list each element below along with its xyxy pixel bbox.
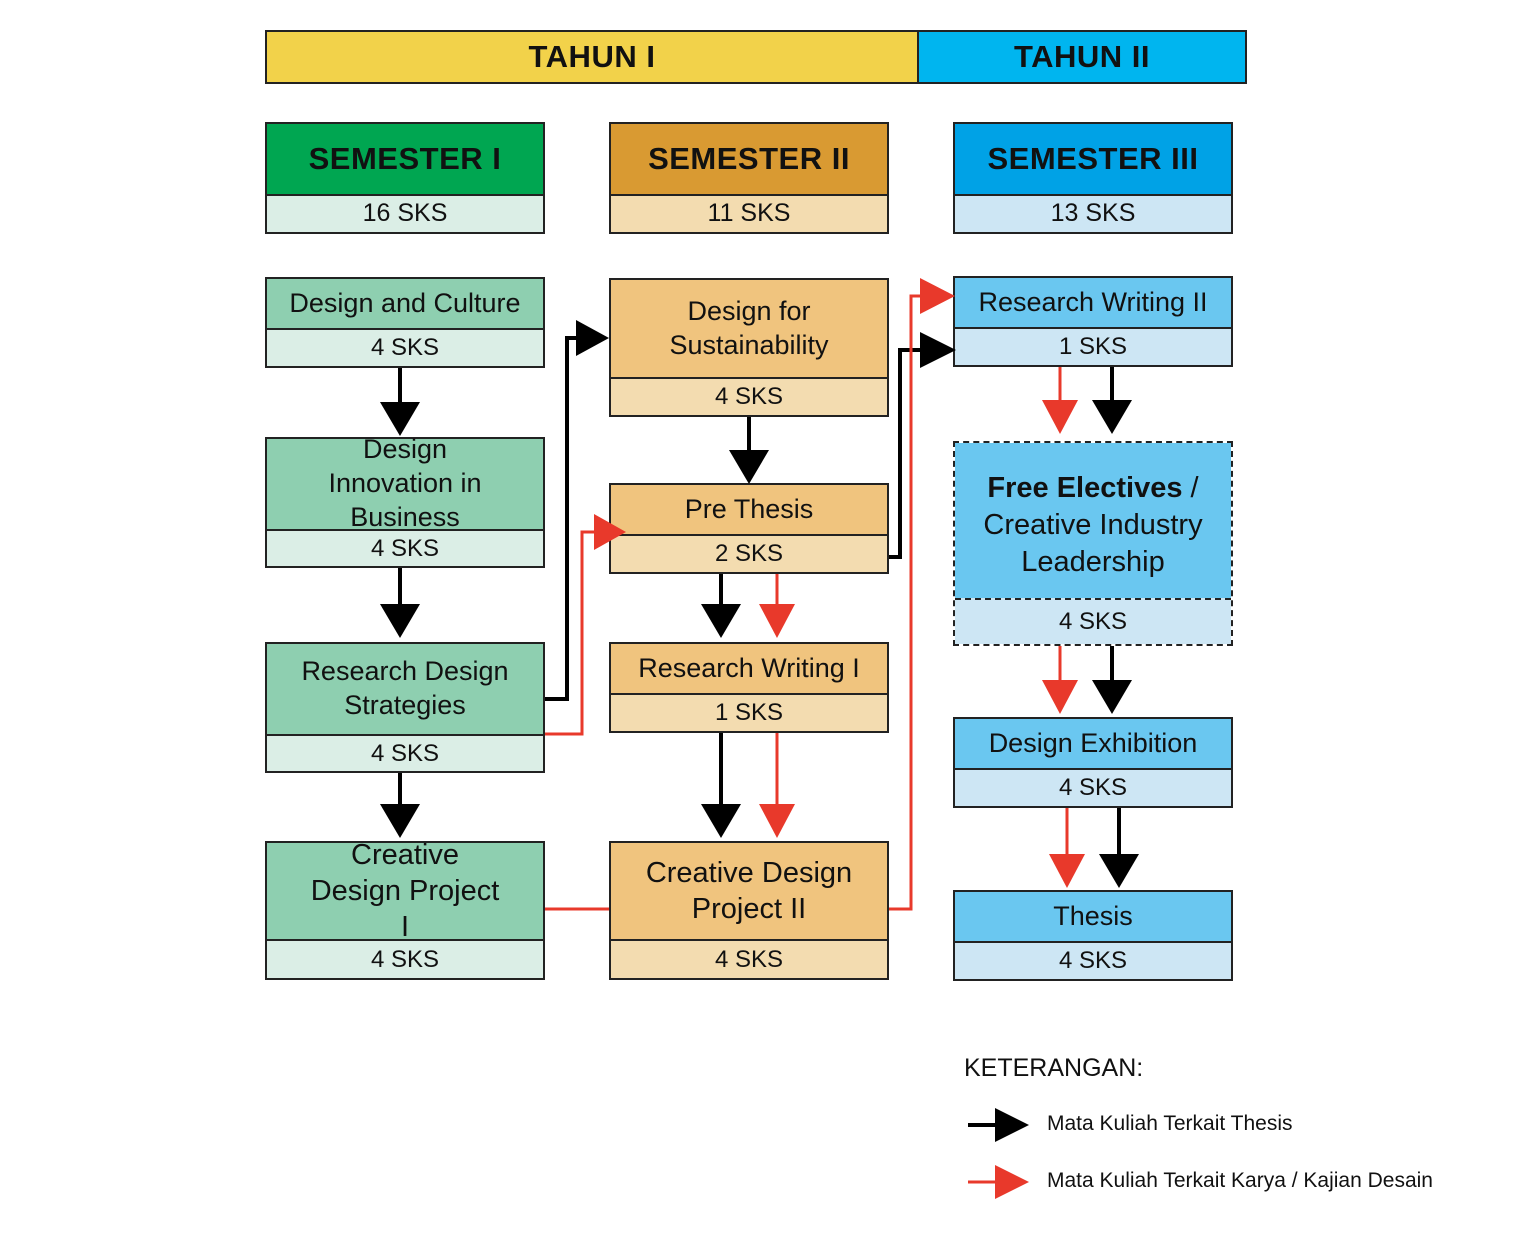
- course-title: Creative Design Project II: [611, 843, 887, 939]
- course-sks: 4 SKS: [267, 328, 543, 366]
- arrow-pre-thesis-to-rw1-black: [701, 574, 741, 638]
- arrow-rw2-to-electives-black: [1092, 367, 1132, 434]
- course-sks: 2 SKS: [611, 534, 887, 572]
- arrow-rw1-to-cdp2-black: [701, 733, 741, 838]
- course-sks: 4 SKS: [267, 734, 543, 771]
- course-title: Research Design Strategies: [267, 644, 543, 734]
- course-thesis: Thesis 4 SKS: [953, 890, 1233, 981]
- semester-2-sks: 11 SKS: [611, 194, 887, 232]
- course-sks: 4 SKS: [267, 529, 543, 566]
- semester-1-title: SEMESTER I: [267, 124, 543, 194]
- legend-title: KETERANGAN:: [964, 1054, 1144, 1082]
- course-research-writing-1: Research Writing I 1 SKS: [609, 642, 889, 733]
- arrow-research-design-to-sustainability: [545, 320, 609, 701]
- course-title: Design for Sustainability: [611, 280, 887, 377]
- course-research-design: Research Design Strategies 4 SKS: [265, 642, 545, 773]
- course-design-exhibition: Design Exhibition 4 SKS: [953, 717, 1233, 808]
- course-title: Design and Culture: [267, 279, 543, 328]
- course-title: Pre Thesis: [611, 485, 887, 534]
- course-title-rest: / Creative Industry Leadership: [983, 472, 1203, 578]
- semester-1-header: SEMESTER I 16 SKS: [265, 122, 545, 234]
- semester-2-title: SEMESTER II: [611, 124, 887, 194]
- arrow-electives-to-exhibition-red: [1042, 646, 1078, 714]
- course-title: Design Innovation in Business: [267, 434, 543, 532]
- course-sks: 4 SKS: [611, 939, 887, 978]
- arrow-cdp2-to-rw2: [889, 278, 955, 911]
- semester-3-sks: 13 SKS: [955, 194, 1231, 232]
- course-sks: 4 SKS: [955, 598, 1231, 644]
- course-design-sustainability: Design for Sustainability 4 SKS: [609, 278, 889, 417]
- course-sks: 4 SKS: [955, 941, 1231, 979]
- arrow-pre-thesis-to-rw1-red: [759, 574, 795, 638]
- legend-item-karya: Mata Kuliah Terkait Karya / Kajian Desai…: [1047, 1169, 1433, 1192]
- arrow-sustainability-to-pre-thesis: [729, 417, 769, 484]
- course-sks: 1 SKS: [611, 693, 887, 731]
- course-title: Research Writing I: [611, 644, 887, 693]
- semester-2-header: SEMESTER II 11 SKS: [609, 122, 889, 234]
- course-free-electives: Free Electives / Creative Industry Leade…: [953, 441, 1233, 646]
- arrow-rw2-to-electives-red: [1042, 367, 1078, 434]
- arrow-pre-thesis-to-rw2: [889, 332, 956, 559]
- course-design-culture: Design and Culture 4 SKS: [265, 277, 545, 368]
- year-bar: TAHUN I TAHUN II: [265, 30, 1247, 84]
- course-title: Design Exhibition: [955, 719, 1231, 768]
- course-creative-design-project-2: Creative Design Project II 4 SKS: [609, 841, 889, 980]
- course-sks: 4 SKS: [955, 768, 1231, 806]
- course-sks: 4 SKS: [267, 939, 543, 978]
- course-research-writing-2: Research Writing II 1 SKS: [953, 276, 1233, 367]
- course-title-bold: Free Electives: [987, 472, 1183, 504]
- arrow-research-design-to-cdp1: [380, 773, 420, 838]
- arrow-innovation-to-research-design: [380, 568, 420, 638]
- semester-3-title: SEMESTER III: [955, 124, 1231, 194]
- semester-3-header: SEMESTER III 13 SKS: [953, 122, 1233, 234]
- semester-1-sks: 16 SKS: [267, 194, 543, 232]
- year-tahun-1: TAHUN I: [267, 32, 919, 82]
- year-tahun-2: TAHUN II: [919, 32, 1245, 82]
- arrow-exhibition-to-thesis-black: [1099, 808, 1139, 888]
- arrow-culture-to-innovation: [380, 368, 420, 436]
- course-title: Creative Design Project I: [267, 839, 543, 943]
- arrow-rw1-to-cdp2-red: [759, 733, 795, 838]
- course-sks: 1 SKS: [955, 327, 1231, 365]
- course-title: Research Writing II: [955, 278, 1231, 327]
- course-sks: 4 SKS: [611, 377, 887, 415]
- legend-arrow-red-icon: [968, 1165, 1029, 1199]
- arrow-research-design-to-pre-thesis: [545, 514, 626, 736]
- course-design-innovation: Design Innovation in Business 4 SKS: [265, 434, 545, 568]
- arrow-electives-to-exhibition-black: [1092, 646, 1132, 714]
- legend-arrow-black-icon: [968, 1108, 1029, 1142]
- course-title: Thesis: [955, 892, 1231, 941]
- course-title: Free Electives / Creative Industry Leade…: [955, 443, 1231, 598]
- legend-item-thesis: Mata Kuliah Terkait Thesis: [1047, 1112, 1293, 1135]
- arrow-exhibition-to-thesis-red: [1049, 808, 1085, 888]
- course-creative-design-project-1: Creative Design Project I 4 SKS: [265, 839, 545, 980]
